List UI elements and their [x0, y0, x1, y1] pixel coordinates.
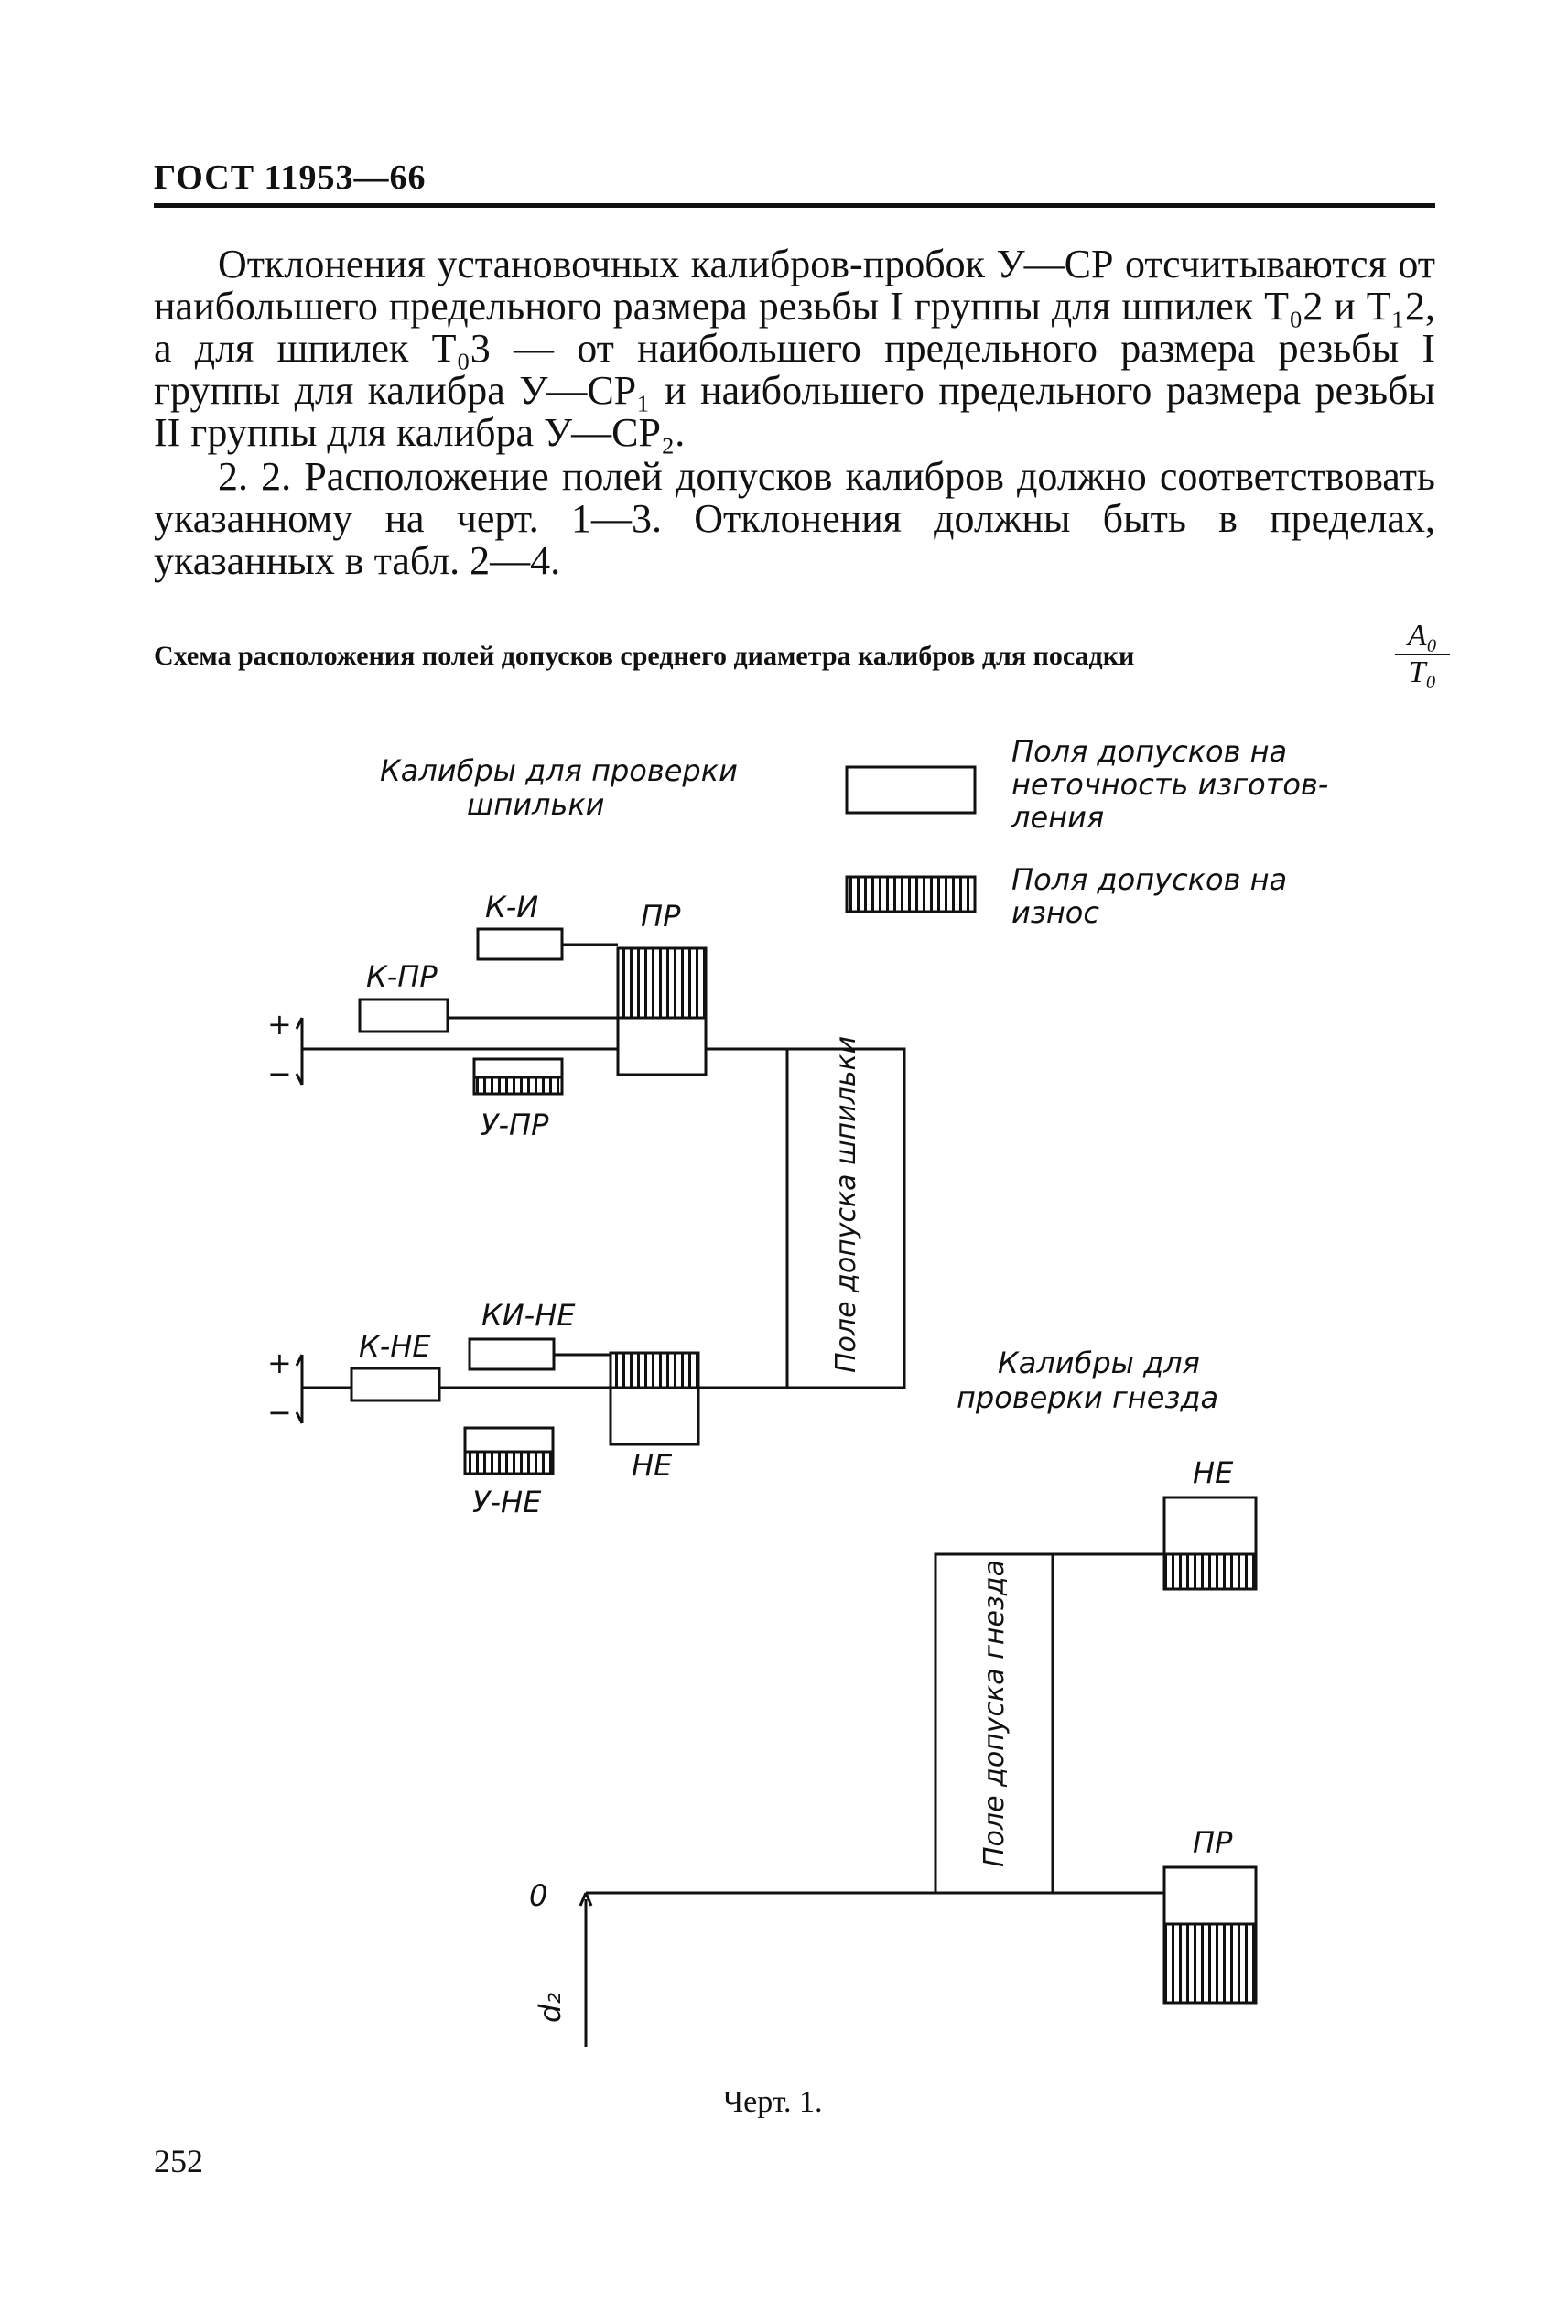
fit-denominator: T₀: [1408, 655, 1437, 689]
label-ki-ne: КИ-НЕ: [481, 1298, 576, 1333]
stud-group-title-line2: шпильки: [467, 787, 604, 822]
paragraph-2: 2. 2. Расположение полей допусков калибр…: [154, 454, 1435, 583]
label-minus-lower: −: [267, 1395, 292, 1430]
ne-tolerance-box: [609, 1386, 700, 1446]
socket-pr-tolerance-box: [1162, 1865, 1258, 1926]
header-rule: [154, 203, 1435, 208]
legend-plain-line1: Поля допусков на: [1011, 734, 1287, 769]
label-k-i: К-И: [485, 890, 538, 924]
page-number: 252: [154, 2143, 203, 2179]
socket-ne-tolerance-box: [1162, 1496, 1258, 1556]
label-k-ne: К-НЕ: [359, 1329, 431, 1364]
pr-wear-box: [616, 946, 708, 1020]
pr-tolerance-box: [616, 1016, 708, 1076]
label-ne-socket: НЕ: [1193, 1455, 1234, 1490]
ki-ne-box: [468, 1337, 556, 1371]
socket-tolerance-field: [934, 1552, 1054, 1895]
label-plus-lower: +: [267, 1346, 292, 1380]
legend-hatched-line2: износ: [1011, 895, 1099, 930]
socket-pr-wear-box: [1162, 1922, 1258, 2005]
label-k-pr: К-ПР: [366, 959, 438, 994]
label-ne-stud: НЕ: [632, 1448, 673, 1483]
label-u-pr: У-ПР: [481, 1108, 549, 1142]
stud-field-label: Поле допуска шпильки: [830, 1036, 862, 1373]
legend-plain-line3: ления: [1011, 800, 1104, 835]
document-header: ГОСТ 11953—66: [154, 158, 427, 197]
stud-tolerance-field: [785, 1047, 906, 1389]
fit-fraction: A₀ T₀: [1395, 619, 1450, 690]
label-plus-upper: +: [267, 1007, 292, 1042]
socket-field-label: Поле допуска гнезда: [979, 1560, 1011, 1867]
paragraph-1: Отклонения установочных калибров-пробок …: [154, 242, 1435, 455]
socket-group-title-line2: проверки гнезда: [957, 1380, 1218, 1415]
ne-wear-box: [609, 1351, 700, 1389]
k-ne-box: [350, 1367, 441, 1402]
legend-plain-line2: неточность изготов-: [1011, 767, 1328, 802]
label-u-ne: У-НЕ: [472, 1485, 542, 1519]
legend-hatched-line1: Поля допусков на: [1011, 862, 1287, 897]
figure-caption: Схема расположения полей допусков средне…: [154, 641, 1135, 671]
label-minus-upper: −: [267, 1056, 292, 1091]
legend-hatched-box: [845, 875, 977, 913]
label-d2: d₂: [533, 1993, 568, 2023]
k-pr-box: [358, 998, 449, 1033]
socket-group-title-line1: Калибры для: [998, 1346, 1200, 1380]
label-pr-socket: ПР: [1193, 1825, 1233, 1860]
k-i-box: [476, 927, 564, 961]
label-pr-stud: ПР: [641, 899, 681, 934]
figure-number: Черт. 1.: [723, 2085, 823, 2119]
legend-plain-box: [845, 765, 977, 815]
socket-ne-wear-box: [1162, 1552, 1258, 1591]
fit-numerator: A₀: [1395, 619, 1450, 655]
label-zero: 0: [529, 1878, 547, 1913]
stud-group-title-line1: Калибры для проверки: [380, 753, 738, 788]
